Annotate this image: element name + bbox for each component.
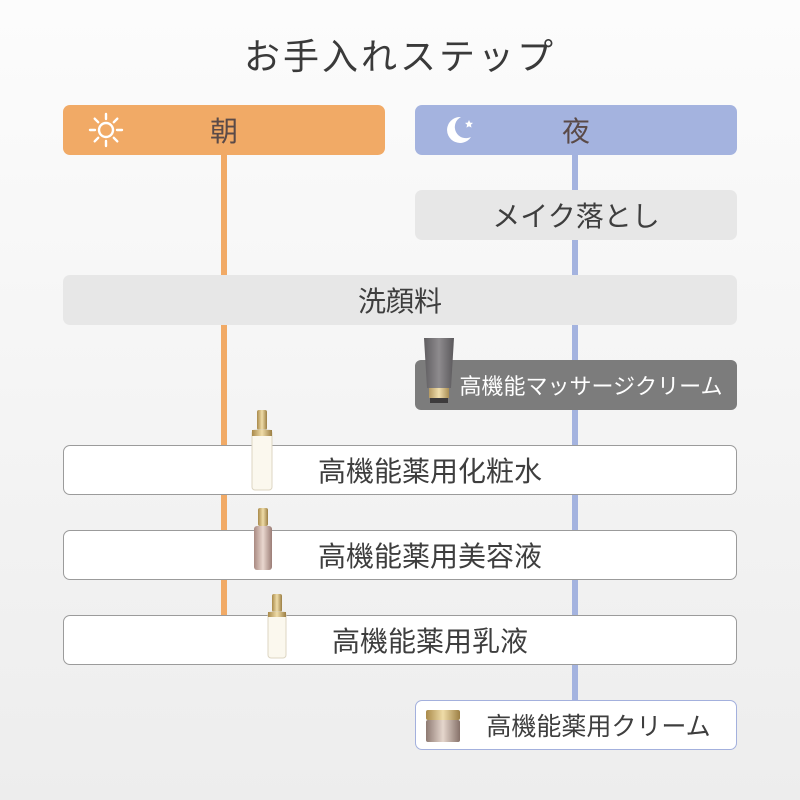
night-header: 夜 xyxy=(415,105,737,155)
step-cleanser: 洗顔料 xyxy=(63,275,737,325)
step-massage-cream: 高機能マッサージクリーム xyxy=(415,360,737,410)
sun-icon xyxy=(87,111,125,149)
step-emulsion: 高機能薬用乳液 xyxy=(63,615,737,665)
step-lotion-label: 高機能薬用化粧水 xyxy=(317,455,542,488)
step-cleanser-label: 洗顔料 xyxy=(357,285,442,318)
step-makeup-remover: メイク落とし xyxy=(415,190,737,240)
step-massage-cream-label: 高機能マッサージクリーム xyxy=(459,375,723,400)
step-lotion: 高機能薬用化粧水 xyxy=(63,445,737,495)
moon-star-icon xyxy=(439,111,477,149)
morning-timeline-line xyxy=(221,150,227,620)
step-emulsion-label: 高機能薬用乳液 xyxy=(331,625,528,658)
step-cream: 高機能薬用クリーム xyxy=(415,700,737,750)
morning-header: 朝 xyxy=(63,105,385,155)
step-serum: 高機能薬用美容液 xyxy=(63,530,737,580)
step-cream-label: 高機能薬用クリーム xyxy=(486,712,711,741)
step-serum-label: 高機能薬用美容液 xyxy=(317,540,542,573)
page-title: お手入れステップ xyxy=(243,37,556,78)
night-label: 夜 xyxy=(561,115,590,148)
step-makeup-remover-label: メイク落とし xyxy=(492,200,660,233)
morning-label: 朝 xyxy=(209,115,238,148)
night-timeline-line xyxy=(572,150,578,710)
